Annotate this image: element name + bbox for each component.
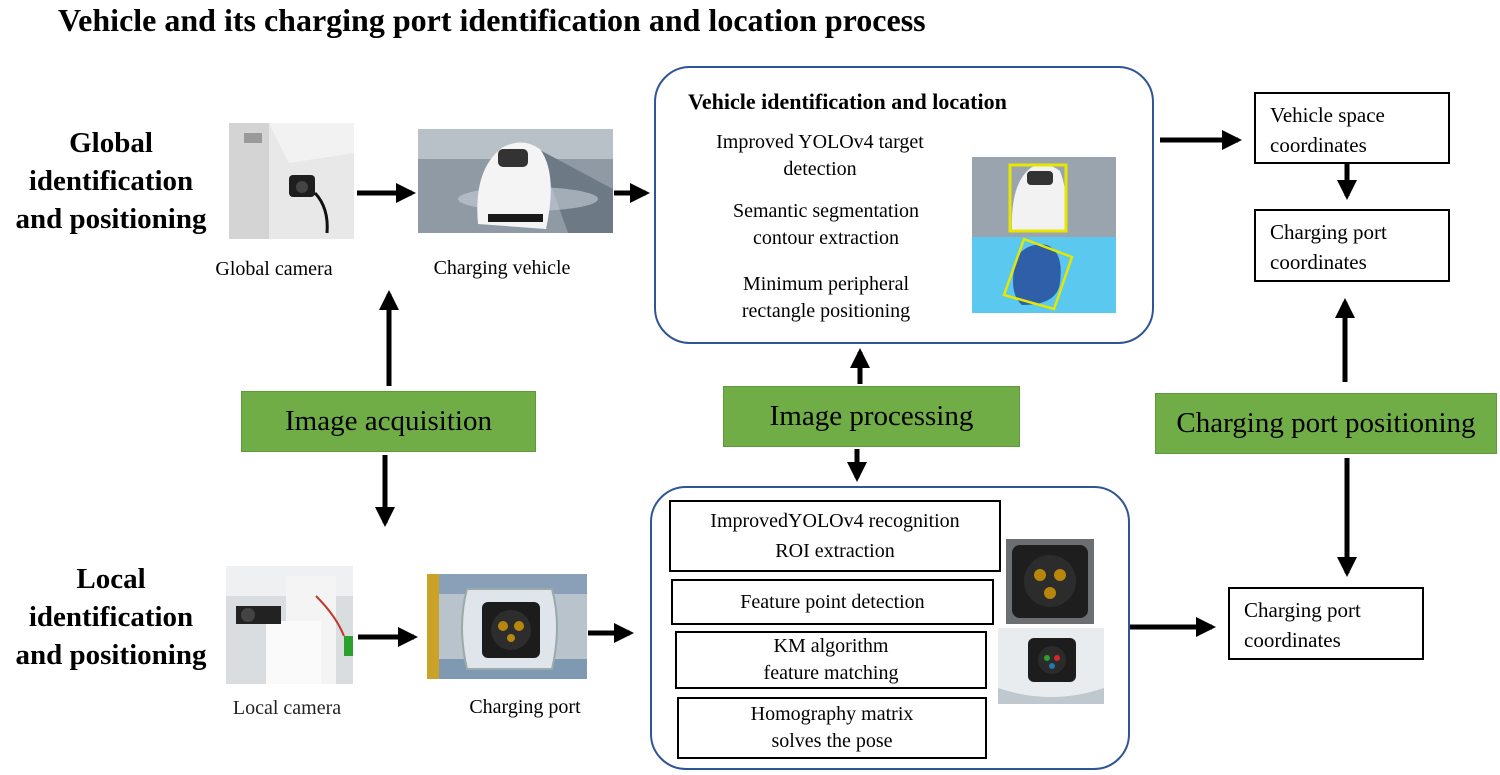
vehicle-step-segmentation: Semantic segmentation contour extraction [686, 198, 966, 252]
port-feature-image [998, 628, 1104, 704]
port-roi-image [1006, 539, 1094, 624]
global-label-line2: identification [28, 165, 194, 197]
vehicle-box-heading: Vehicle identification and location [688, 89, 1007, 114]
port-coord-top-line2: coordinates [1270, 250, 1367, 274]
vehicle-step3-line2: rectangle positioning [741, 300, 911, 322]
port-step4-line2: solves the pose [771, 730, 893, 752]
port-step1-line1: ImprovedYOLOv4 recognition [710, 510, 960, 532]
vehicle-step-yolov4: Improved YOLOv4 target detection [680, 129, 960, 183]
port-step3-line1: KM algorithm [773, 635, 889, 657]
charging-port-coordinates-top-box: Charging port coordinates [1254, 209, 1450, 282]
port-coord-top-line1: Charging port [1270, 220, 1387, 244]
local-section-label: Local identification and positioning [0, 560, 222, 674]
detection-segmentation-image [972, 157, 1116, 313]
global-camera-caption: Global camera [215, 258, 333, 280]
vehicle-step3-line1: Minimum peripheral [742, 273, 910, 295]
diagram-title: Vehicle and its charging port identifica… [58, 2, 926, 38]
vehicle-step1-line1: Improved YOLOv4 target [716, 131, 924, 153]
vehicle-space-coordinates-box: Vehicle space coordinates [1254, 92, 1450, 164]
port-step4-line1: Homography matrix [750, 703, 914, 725]
port-coord-bottom-line1: Charging port [1244, 598, 1361, 622]
port-step3-line2: feature matching [763, 662, 899, 684]
charging-vehicle-photo [418, 129, 613, 233]
port-step-homography: Homography matrix solves the pose [677, 697, 987, 759]
port-step-yolov4-roi: ImprovedYOLOv4 recognition ROI extractio… [669, 500, 1001, 572]
port-step-feature-points: Feature point detection [671, 579, 994, 625]
vehicle-space-line2: coordinates [1270, 133, 1367, 157]
local-label-line3: and positioning [15, 639, 207, 671]
local-camera-photo [226, 566, 353, 684]
vehicle-step-rectangle: Minimum peripheral rectangle positioning [688, 271, 964, 325]
global-section-label: Global identification and positioning [0, 124, 222, 238]
local-label-line1: Local [76, 563, 146, 595]
charging-port-caption: Charging port [469, 696, 581, 718]
charging-port-positioning-stage: Charging port positioning [1155, 393, 1497, 454]
port-step1-line2: ROI extraction [775, 540, 895, 562]
global-label-line1: Global [69, 127, 153, 159]
local-camera-caption: Local camera [232, 697, 342, 719]
charging-port-photo [427, 574, 587, 679]
charging-vehicle-caption: Charging vehicle [433, 257, 571, 279]
vehicle-step2-line1: Semantic segmentation [732, 200, 920, 222]
global-camera-photo [229, 123, 354, 239]
port-step-km-matching: KM algorithm feature matching [675, 631, 987, 689]
image-processing-stage: Image processing [723, 386, 1020, 447]
charging-port-coordinates-bottom-box: Charging port coordinates [1228, 587, 1424, 660]
global-label-line3: and positioning [15, 203, 207, 235]
image-acquisition-stage: Image acquisition [241, 391, 536, 452]
local-label-line2: identification [28, 601, 194, 633]
vehicle-space-line1: Vehicle space [1270, 103, 1385, 127]
vehicle-step1-line2: detection [783, 158, 857, 180]
port-coord-bottom-line2: coordinates [1244, 628, 1341, 652]
vehicle-step2-line2: contour extraction [752, 227, 900, 249]
